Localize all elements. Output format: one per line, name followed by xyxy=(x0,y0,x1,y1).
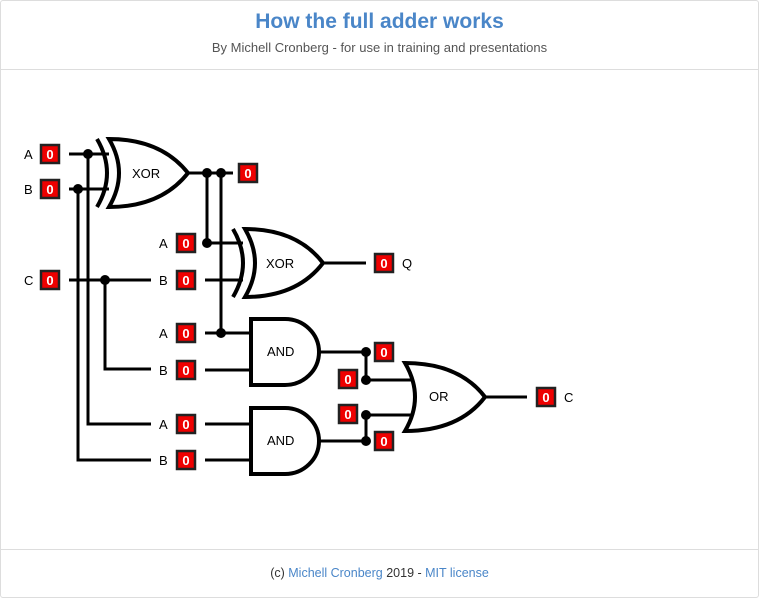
carry-output-label: C xyxy=(564,390,573,405)
footer: (c) Michell Cronberg 2019 - MIT license xyxy=(1,549,758,598)
and1-in-a-indicator: 0 xyxy=(175,322,197,344)
sum-output-label: Q xyxy=(402,256,412,271)
input-b-toggle[interactable]: 0 xyxy=(39,178,61,200)
junction-dot xyxy=(202,168,212,178)
and-gate-2-label: AND xyxy=(267,433,294,448)
junctions xyxy=(73,149,371,446)
input-c-value: 0 xyxy=(46,273,53,288)
xor-gate-1-label: XOR xyxy=(132,166,160,181)
input-a-value: 0 xyxy=(46,147,53,162)
junction-dot xyxy=(361,436,371,446)
footer-year: 2019 - xyxy=(382,566,426,580)
carry-output-value: 0 xyxy=(542,390,549,405)
and-gate-1: AND xyxy=(249,317,321,387)
input-a-label: A xyxy=(24,147,33,162)
junction-dot xyxy=(216,328,226,338)
xor-gate-2: XOR xyxy=(231,226,326,300)
and2-in-b-label: B xyxy=(159,453,168,468)
junction-dot xyxy=(216,168,226,178)
page-subtitle: By Michell Cronberg - for use in trainin… xyxy=(211,40,548,55)
license-link[interactable]: MIT license xyxy=(425,566,489,580)
or-in-b-value: 0 xyxy=(344,407,351,422)
and1-in-a-value: 0 xyxy=(182,326,189,341)
or-gate: OR xyxy=(401,360,488,434)
input-c-toggle[interactable]: 0 xyxy=(39,269,61,291)
sum-output-value: 0 xyxy=(380,256,387,271)
and1-in-b-indicator: 0 xyxy=(175,359,197,381)
and2-in-a-label: A xyxy=(159,417,168,432)
xor1-output-indicator: 0 xyxy=(237,162,259,184)
sum-output-indicator: 0 xyxy=(373,252,395,274)
wire-xor1-to-and1 xyxy=(219,173,251,335)
and-gate-2: AND xyxy=(249,406,321,476)
and1-in-b-value: 0 xyxy=(182,363,189,378)
and1-output-value: 0 xyxy=(380,345,387,360)
and1-output-indicator: 0 xyxy=(373,341,395,363)
xor2-in-b-value: 0 xyxy=(182,273,189,288)
xor-gate-1: XOR xyxy=(95,136,191,210)
or-in-b-indicator: 0 xyxy=(337,403,359,425)
input-c-label: C xyxy=(24,273,33,288)
or-gate-label: OR xyxy=(429,389,449,404)
and2-output-value: 0 xyxy=(380,434,387,449)
full-adder-diagram: XOR XOR AND AND OR A 0 B xyxy=(24,136,573,476)
junction-dot xyxy=(361,375,371,385)
xor2-in-a-value: 0 xyxy=(182,236,189,251)
junction-dot xyxy=(100,275,110,285)
and2-output-indicator: 0 xyxy=(373,430,395,452)
carry-output-indicator: 0 xyxy=(535,386,557,408)
input-a-toggle[interactable]: 0 xyxy=(39,143,61,165)
junction-dot xyxy=(361,410,371,420)
page-title: How the full adder works xyxy=(255,10,504,33)
input-b-label: B xyxy=(24,182,33,197)
wire-xor1-to-xor2 xyxy=(205,173,243,245)
junction-dot xyxy=(83,149,93,159)
and1-in-b-label: B xyxy=(159,363,168,378)
and-gate-1-label: AND xyxy=(267,344,294,359)
xor-gate-2-label: XOR xyxy=(266,256,294,271)
xor1-output-value: 0 xyxy=(244,166,251,181)
or-in-a-value: 0 xyxy=(344,372,351,387)
wire-a-down xyxy=(86,154,151,426)
xor2-in-a-label: A xyxy=(159,236,168,251)
or-in-a-indicator: 0 xyxy=(337,368,359,390)
wire-c-down xyxy=(103,280,151,371)
junction-dot xyxy=(73,184,83,194)
and2-in-b-indicator: 0 xyxy=(175,449,197,471)
header: How the full adder works By Michell Cron… xyxy=(1,1,758,70)
xor2-in-a-indicator: 0 xyxy=(175,232,197,254)
junction-dot xyxy=(361,347,371,357)
xor2-in-b-label: B xyxy=(159,273,168,288)
and1-in-a-label: A xyxy=(159,326,168,341)
and2-in-a-value: 0 xyxy=(182,417,189,432)
input-b-value: 0 xyxy=(46,182,53,197)
author-link[interactable]: Michell Cronberg xyxy=(288,566,383,580)
footer-prefix: (c) xyxy=(270,566,289,580)
and2-in-b-value: 0 xyxy=(182,453,189,468)
xor2-in-b-indicator: 0 xyxy=(175,269,197,291)
and2-in-a-indicator: 0 xyxy=(175,413,197,435)
junction-dot xyxy=(202,238,212,248)
